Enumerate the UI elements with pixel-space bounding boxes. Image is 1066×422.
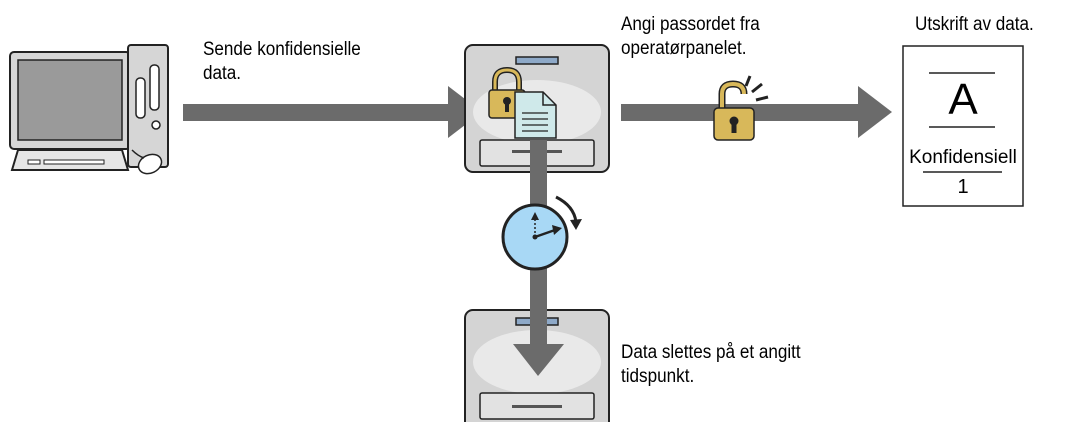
computer-icon [9,44,169,175]
printout-title: Konfidensiell [909,147,1017,168]
document-icon [514,91,557,139]
print-label: Utskrift av data. [915,14,1034,35]
send-label: Sende konfidensielle data. [203,39,361,84]
printout-icon [902,45,1024,207]
password-label: Angi passordet fra operatørpanelet. [621,14,760,59]
unlocked-lock-icon [713,75,769,141]
printout-page-number: 1 [957,176,969,198]
arrow-delete-head [513,305,564,376]
printout-letter: A [948,75,978,124]
clock-icon [501,195,582,271]
arrow-print [621,86,892,138]
delete-label: Data slettes på et angitt tidspunkt. [621,342,801,387]
arrow-send [183,86,482,138]
